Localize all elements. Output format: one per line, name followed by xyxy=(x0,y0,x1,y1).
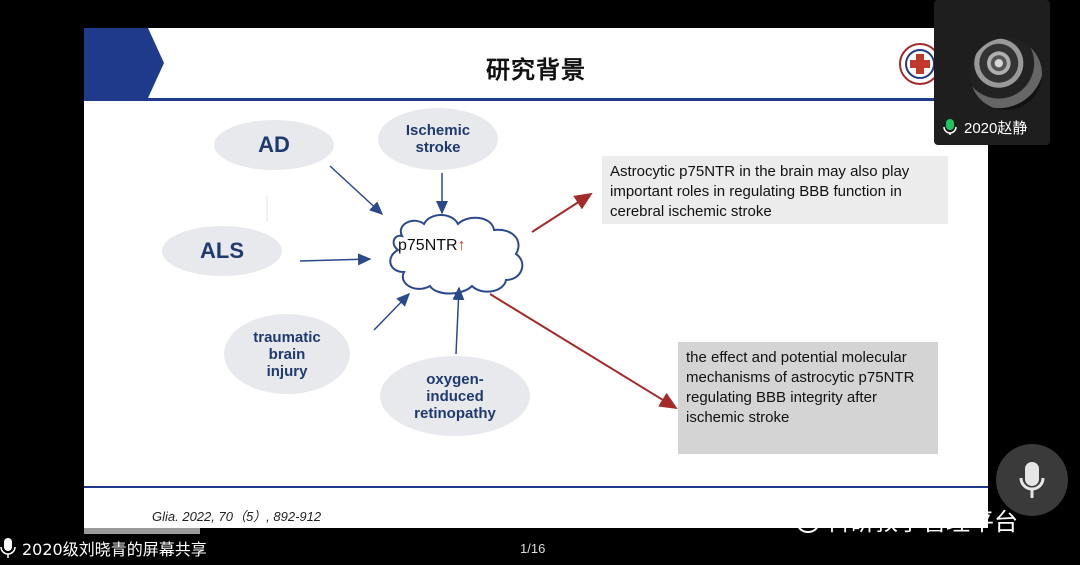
box-top: Astrocytic p75NTR in the brain may also … xyxy=(602,156,948,224)
microphone-icon xyxy=(0,538,16,558)
node-traumatic-brain-injury: traumatic brain injury xyxy=(224,314,350,394)
slide-title: 研究背景 xyxy=(486,56,586,84)
header-divider xyxy=(84,98,988,101)
header-chevron xyxy=(84,28,164,98)
arrow-to-box-bottom xyxy=(489,293,678,410)
diagram-arrows xyxy=(266,165,678,410)
arrow-oxygen xyxy=(452,286,465,355)
watermark: 科研教学管理平台 xyxy=(782,502,1018,537)
page-indicator: 1/16 xyxy=(520,541,546,556)
avatar xyxy=(970,38,1042,110)
footer-divider xyxy=(84,486,988,488)
university-logo xyxy=(899,43,941,85)
center-cloud xyxy=(389,214,524,295)
mic-active-icon xyxy=(943,119,957,135)
node-ischemic-stroke: Ischemic stroke xyxy=(378,108,498,170)
mic-toggle-button[interactable] xyxy=(996,444,1068,516)
arrow-als xyxy=(299,253,372,266)
arrow-ad xyxy=(329,165,384,216)
box-bottom: the effect and potential molecular mecha… xyxy=(678,342,938,454)
node-oxygen-induced-retinopathy: oxygen- induced retinopathy xyxy=(380,356,530,436)
center-label: p75NTR↑ xyxy=(398,237,466,254)
arrow-to-box-top xyxy=(531,192,593,233)
node-als: ALS xyxy=(162,226,282,276)
participant-video-tile[interactable]: 2020赵静 xyxy=(934,0,1050,145)
participant-name: 2020赵静 xyxy=(964,119,1028,137)
participant-name-tag: 2020赵静 xyxy=(942,115,1027,139)
citation: Glia. 2022, 70（5）, 892-912 xyxy=(152,509,322,524)
wechat-icon xyxy=(783,505,819,533)
up-arrow-icon: ↑ xyxy=(457,237,466,254)
watermark-text: 科研教学管理平台 xyxy=(826,508,1018,536)
share-label: 2020级刘晓青的屏幕共享 xyxy=(22,540,207,559)
slide-progress-bar xyxy=(84,528,200,534)
arrow-traumatic xyxy=(373,292,411,331)
microphone-icon xyxy=(1019,462,1045,498)
presentation-slide: 研究背景 AD Ischemic stroke ALS xyxy=(84,28,988,528)
screen-share-bar: 2020级刘晓青的屏幕共享 xyxy=(0,534,207,562)
node-ad: AD xyxy=(214,120,334,170)
